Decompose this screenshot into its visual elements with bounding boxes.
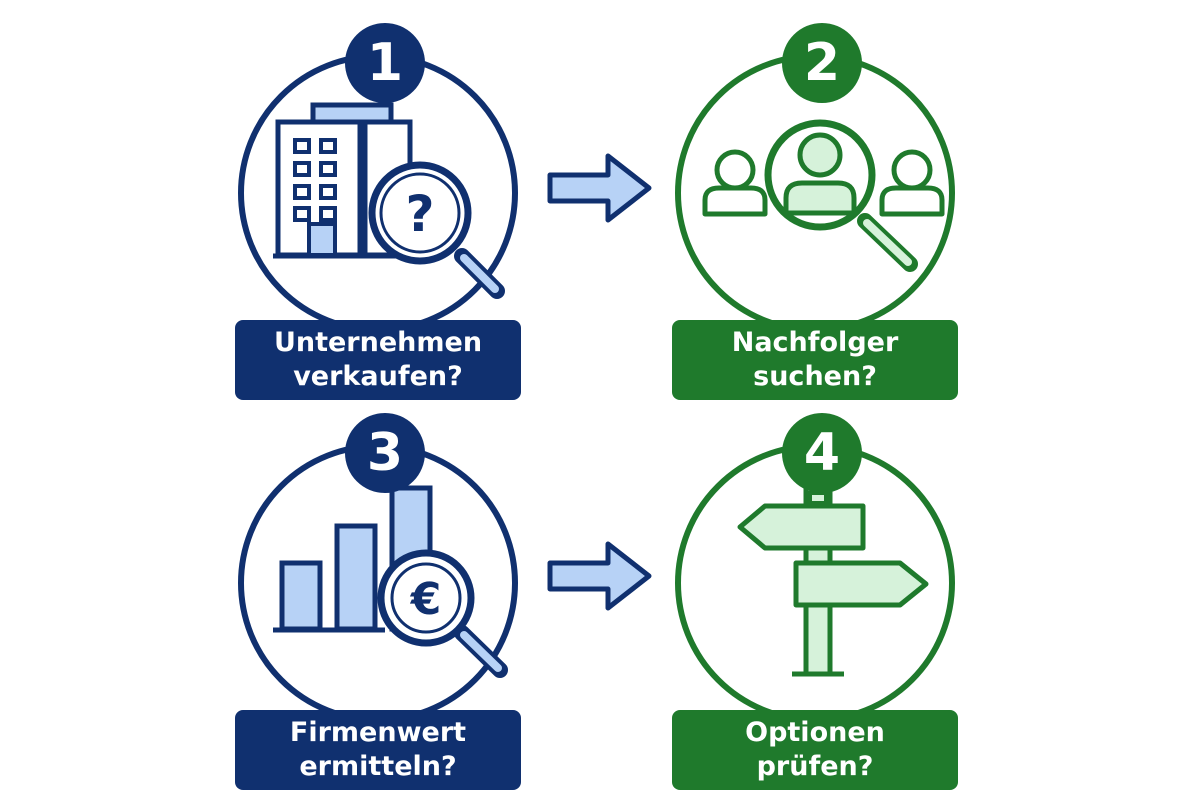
step-label: Optionen prüfen? [672, 710, 958, 790]
step-label: Nachfolger suchen? [672, 320, 958, 400]
step-label-line1: Unternehmen [273, 327, 483, 358]
arrow-right-icon [547, 541, 652, 611]
signpost-icon [675, 443, 955, 723]
step-label-line2: ermitteln? [299, 751, 457, 782]
arrow-right-icon [547, 153, 652, 223]
step-label-line1: Firmenwert [289, 717, 467, 748]
step-number: 4 [782, 413, 862, 493]
step-2: 2 Nachfolger suchen? [672, 18, 972, 418]
step-number: 3 [345, 413, 425, 493]
step-label-line2: prüfen? [756, 751, 874, 782]
step-1: ? 1 Unternehmen verkaufen? [235, 18, 535, 418]
question-mark: ? [405, 185, 434, 243]
building-magnifier-question-icon: ? [238, 53, 518, 333]
step-number: 1 [345, 23, 425, 103]
step-4: 4 Optionen prüfen? [672, 408, 972, 808]
euro-sign: € [410, 574, 442, 625]
step-label-line2: suchen? [753, 361, 877, 392]
step-label-line2: verkaufen? [293, 361, 463, 392]
step-label-line1: Optionen [745, 717, 885, 748]
step-label: Firmenwert ermitteln? [235, 710, 521, 790]
step-label: Unternehmen verkaufen? [235, 320, 521, 400]
step-3: € 3 Firmenwert ermitteln? [235, 408, 535, 808]
step-number: 2 [782, 23, 862, 103]
people-search-icon [675, 53, 955, 333]
step-label-line1: Nachfolger [731, 327, 899, 358]
